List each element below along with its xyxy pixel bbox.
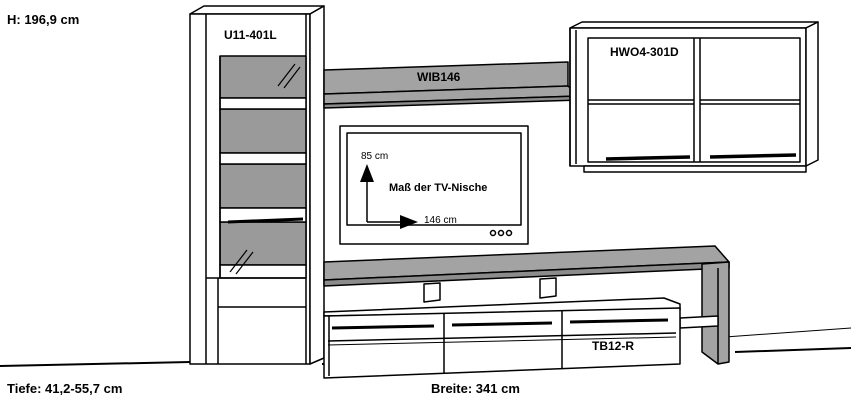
wall-shelf-code: WIB146: [417, 70, 461, 84]
height-dimension: H: 196,9 cm: [7, 12, 80, 27]
lowboard: [323, 245, 730, 379]
depth-dimension: Tiefe: 41,2-55,7 cm: [7, 381, 123, 396]
vitrine-cabinet: [189, 5, 325, 365]
tv-niche-width: 146 cm: [424, 215, 457, 226]
hanging-cabinet: [569, 21, 819, 173]
width-dimension: Breite: 341 cm: [431, 381, 520, 396]
vitrine-code: U11-401L: [224, 28, 277, 42]
tv-niche-height: 85 cm: [361, 151, 389, 162]
wall-edge-right: [724, 327, 851, 338]
tv-niche-arrows: [360, 164, 418, 229]
tv-niche-title: Maß der TV-Nische: [389, 182, 488, 194]
lowboard-code: TB12-R: [592, 339, 635, 353]
wall-shelf: [323, 61, 581, 109]
hanging-cabinet-code: HWO4-301D: [610, 45, 679, 59]
tv-screen: [339, 125, 529, 245]
